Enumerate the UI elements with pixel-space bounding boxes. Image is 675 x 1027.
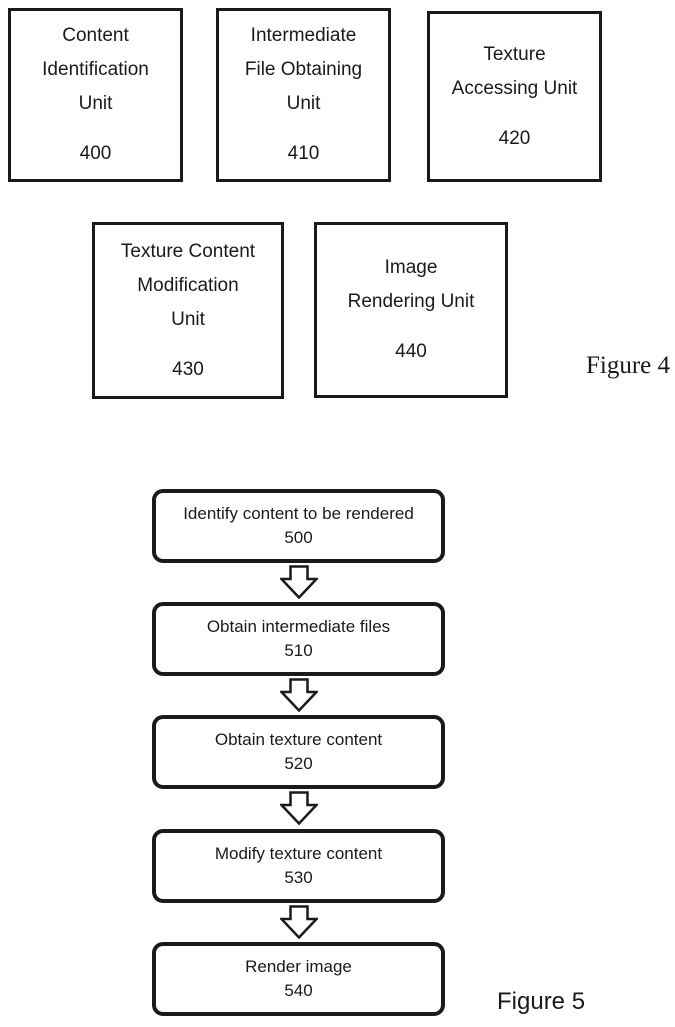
unit-name: Image Rendering Unit bbox=[347, 257, 475, 312]
figure5-caption: Figure 5 bbox=[497, 988, 586, 1015]
step-label: Identify content to be rendered bbox=[183, 504, 414, 523]
down-arrow-icon bbox=[280, 565, 318, 599]
step-number: 500 bbox=[284, 528, 313, 547]
unit-box-440: Image Rendering Unit 440 bbox=[314, 222, 508, 398]
step-box-510: Obtain intermediate files 510 bbox=[152, 602, 445, 676]
unit-number: 430 bbox=[172, 358, 204, 380]
unit-number: 410 bbox=[287, 143, 320, 164]
step-label: Modify texture content bbox=[214, 844, 383, 863]
step-label: Render image bbox=[245, 957, 352, 976]
down-arrow-icon bbox=[280, 905, 318, 939]
unit-box-420: Texture Accessing Unit 420 bbox=[427, 11, 602, 182]
unit-box-410: Intermediate File Obtaining Unit 410 bbox=[216, 8, 391, 182]
down-arrow-icon bbox=[280, 678, 318, 712]
step-number: 540 bbox=[284, 981, 313, 1000]
step-box-520: Obtain texture content 520 bbox=[152, 715, 445, 789]
step-label: Obtain intermediate files bbox=[206, 617, 391, 636]
step-number: 510 bbox=[284, 641, 313, 660]
down-arrow-icon bbox=[280, 791, 318, 825]
step-number: 520 bbox=[284, 754, 313, 773]
unit-name: Intermediate File Obtaining Unit bbox=[244, 25, 363, 114]
unit-box-430: Texture Content Modification Unit 430 bbox=[92, 222, 284, 399]
unit-name: Texture Content Modification Unit bbox=[120, 240, 256, 330]
step-box-530: Modify texture content 530 bbox=[152, 829, 445, 903]
unit-number: 400 bbox=[79, 143, 112, 164]
figure4-caption: Figure 4 bbox=[586, 352, 671, 379]
unit-box-400: Content Identification Unit 400 bbox=[8, 8, 183, 182]
unit-number: 440 bbox=[395, 341, 427, 362]
unit-number: 420 bbox=[498, 127, 531, 149]
unit-name: Texture Accessing Unit bbox=[451, 43, 578, 99]
step-box-540: Render image 540 bbox=[152, 942, 445, 1016]
step-label: Obtain texture content bbox=[214, 730, 383, 749]
unit-name: Content Identification Unit bbox=[42, 25, 149, 114]
step-number: 530 bbox=[284, 868, 313, 887]
step-box-500: Identify content to be rendered 500 bbox=[152, 489, 445, 563]
